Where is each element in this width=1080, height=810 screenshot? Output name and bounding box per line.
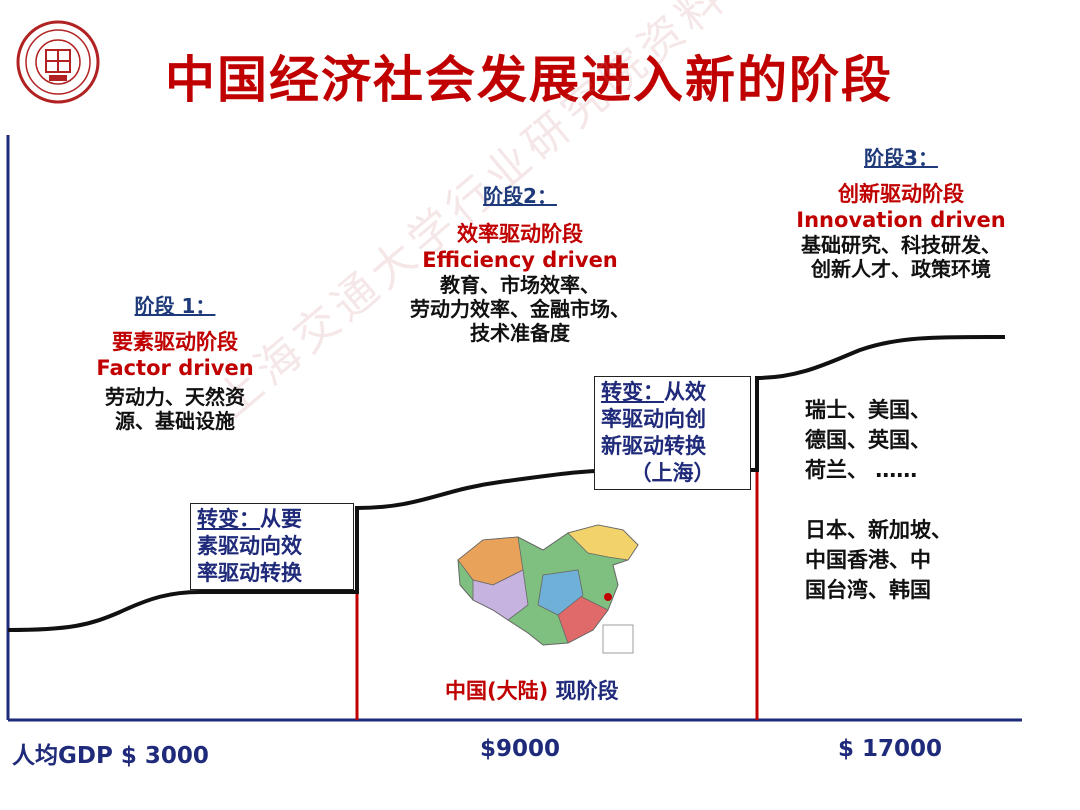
stage2-desc-line1: 教育、市场效率、 bbox=[440, 273, 600, 297]
transition2-line2: 率驱动向创 bbox=[601, 407, 706, 431]
transition2-line1: 从效 bbox=[664, 380, 706, 404]
stage3-header: 阶段3： bbox=[864, 146, 938, 170]
stage2-header: 阶段2： bbox=[483, 184, 557, 208]
transition2-label: 转变： bbox=[601, 380, 664, 404]
countries-line4: 日本、新加坡、 bbox=[805, 518, 952, 542]
university-seal-logo bbox=[16, 20, 100, 104]
stage2-desc-line2: 劳动力效率、金融市场、 bbox=[410, 297, 630, 321]
growth-curve bbox=[7, 334, 1006, 632]
stage2-name-cn: 效率驱动阶段 bbox=[457, 222, 583, 246]
stage2-name-en: Efficiency driven bbox=[422, 248, 618, 272]
gdp-label-17000: $ 17000 bbox=[838, 736, 943, 762]
countries-list: 瑞士、美国、 德国、英国、 荷兰、 …… 日本、新加坡、 中国香港、中 国台湾、… bbox=[805, 395, 952, 605]
china-label-part1: 中国(大陆) bbox=[445, 679, 549, 703]
gdp-label-3000: 人均GDP $ 3000 bbox=[12, 743, 209, 769]
stage3-name-cn: 创新驱动阶段 bbox=[838, 182, 964, 206]
stage1-name-en: Factor driven bbox=[96, 356, 254, 380]
transition1-line3: 率驱动转换 bbox=[197, 561, 302, 585]
transition1-label: 转变： bbox=[197, 507, 260, 531]
page-title: 中国经济社会发展进入新的阶段 bbox=[165, 51, 893, 109]
stage1-header: 阶段 1： bbox=[134, 294, 216, 318]
countries-line2: 德国、英国、 bbox=[805, 428, 931, 452]
stage2-block: 阶段2： 效率驱动阶段 Efficiency driven 教育、市场效率、 劳… bbox=[360, 180, 680, 345]
stage1-block: 阶段 1： 要素驱动阶段 Factor driven 劳动力、天然资 源、基础设… bbox=[60, 290, 290, 433]
stage1-desc-line2: 源、基础设施 bbox=[115, 409, 235, 433]
transition1-line1: 从要 bbox=[260, 507, 302, 531]
stage3-desc-line1: 基础研究、科技研发、 bbox=[801, 233, 1001, 257]
stage3-name-en: Innovation driven bbox=[796, 208, 1006, 232]
china-map-image bbox=[457, 524, 639, 654]
stage3-desc-line2: 创新人才、政策环境 bbox=[811, 257, 991, 281]
countries-line5: 中国香港、中 bbox=[805, 548, 931, 572]
countries-line1: 瑞士、美国、 bbox=[805, 398, 931, 422]
stage2-desc-line3: 技术准备度 bbox=[470, 321, 570, 345]
countries-line6: 国台湾、韩国 bbox=[805, 578, 931, 602]
stage3-block: 阶段3： 创新驱动阶段 Innovation driven 基础研究、科技研发、… bbox=[770, 142, 1032, 281]
china-current-stage-label: 中国(大陆) 现阶段 bbox=[445, 675, 619, 705]
transition1-line2: 素驱动向效 bbox=[197, 534, 302, 558]
stage1-name-cn: 要素驱动阶段 bbox=[112, 330, 238, 354]
transition2-box: 转变：从效 率驱动向创 新驱动转换 （上海） bbox=[594, 376, 751, 490]
countries-line3: 荷兰、 …… bbox=[805, 458, 918, 482]
transition2-line4: （上海） bbox=[630, 461, 715, 485]
gdp-label-9000: $9000 bbox=[480, 736, 561, 762]
transition2-line3: 新驱动转换 bbox=[601, 434, 706, 458]
transition1-box: 转变：从要 素驱动向效 率驱动转换 bbox=[190, 503, 354, 590]
china-label-part2: 现阶段 bbox=[548, 679, 619, 703]
stage1-desc-line1: 劳动力、天然资 bbox=[105, 385, 245, 409]
